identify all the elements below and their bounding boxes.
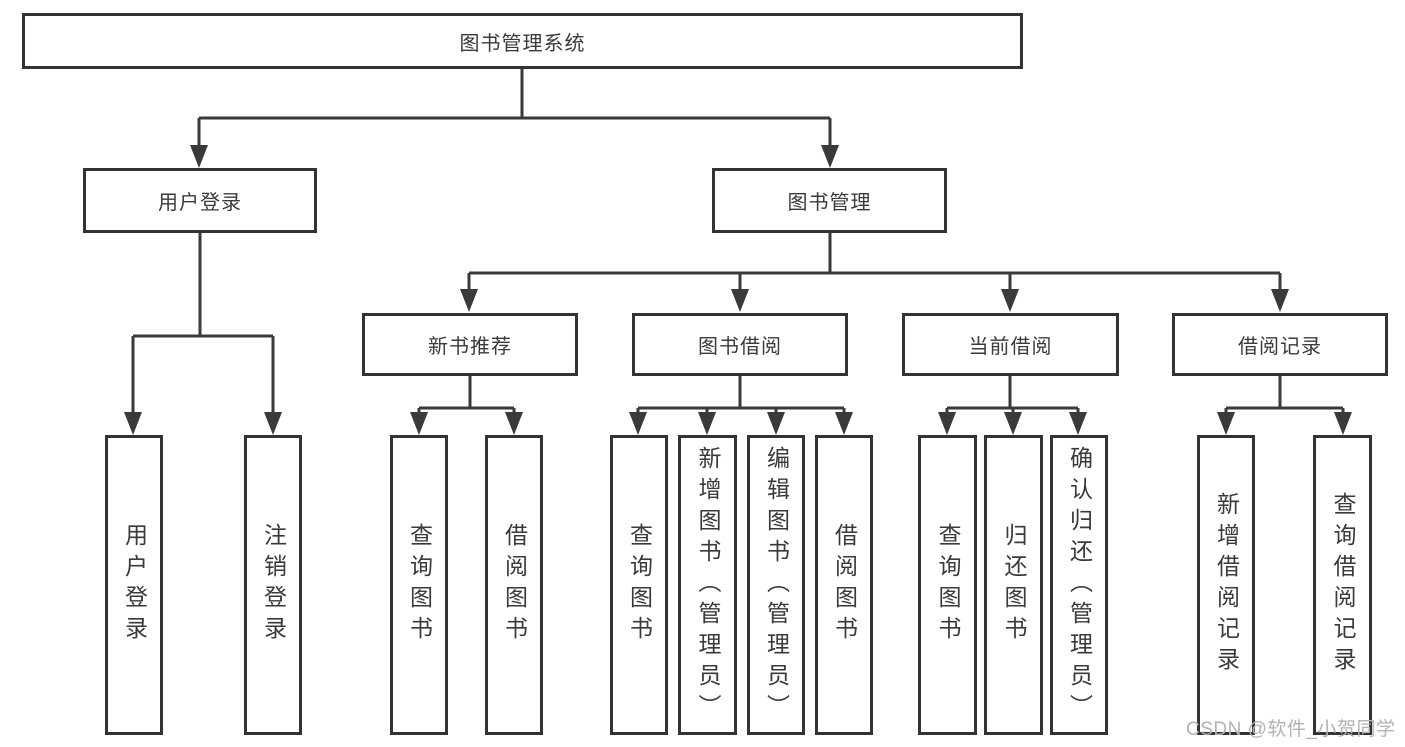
node-book-management-label: 图书管理 <box>787 192 872 214</box>
node-current-borrow: 当前借阅 <box>902 313 1119 376</box>
node-book-borrow-label: 图书借阅 <box>698 336 782 358</box>
node-root-system: 图书管理系统 <box>22 13 1023 69</box>
node-borrow-record: 借阅记录 <box>1172 313 1388 376</box>
leaf-cb-query-book-label: 查询图书 <box>935 523 961 647</box>
leaf-rec-borrow-book-label: 借阅图书 <box>501 523 528 647</box>
leaf-logout: 注销登录 <box>244 435 302 735</box>
leaf-cb-confirm-return-admin: 确认归还（管理员） <box>1050 435 1108 735</box>
leaf-bb-add-book-admin-label: 新增图书（管理员） <box>695 445 721 725</box>
node-book-borrow: 图书借阅 <box>632 313 848 376</box>
leaf-user-login-label: 用户登录 <box>121 523 148 647</box>
arrowhead-icons <box>124 145 1352 435</box>
node-new-book-recommend-label: 新书推荐 <box>428 336 512 358</box>
node-borrow-record-label: 借阅记录 <box>1238 336 1322 358</box>
leaf-bb-query-book-label: 查询图书 <box>626 523 653 647</box>
leaf-bb-add-book-admin: 新增图书（管理员） <box>678 435 737 735</box>
leaf-br-add-record: 新增借阅记录 <box>1197 435 1255 735</box>
leaf-logout-label: 注销登录 <box>260 523 287 647</box>
leaf-bb-borrow-book: 借阅图书 <box>815 435 873 735</box>
leaf-rec-borrow-book: 借阅图书 <box>485 435 543 735</box>
leaf-cb-confirm-return-admin-label: 确认归还（管理员） <box>1066 445 1093 725</box>
leaf-rec-query-book: 查询图书 <box>390 435 448 735</box>
leaf-rec-query-book-label: 查询图书 <box>406 523 433 647</box>
leaf-bb-edit-book-admin-label: 编辑图书（管理员） <box>763 445 790 725</box>
leaf-bb-borrow-book-label: 借阅图书 <box>831 523 858 647</box>
node-user-login-label: 用户登录 <box>158 192 242 214</box>
node-root-label: 图书管理系统 <box>459 32 586 55</box>
node-new-book-recommend: 新书推荐 <box>362 313 578 376</box>
leaf-br-query-record: 查询借阅记录 <box>1313 435 1372 735</box>
node-book-management: 图书管理 <box>712 168 947 233</box>
leaf-user-login: 用户登录 <box>105 435 163 735</box>
leaf-br-query-record-label: 查询借阅记录 <box>1330 492 1356 678</box>
node-current-borrow-label: 当前借阅 <box>968 336 1053 358</box>
leaf-cb-return-book: 归还图书 <box>984 435 1043 735</box>
node-user-login: 用户登录 <box>83 168 317 233</box>
leaf-cb-return-book-label: 归还图书 <box>1001 523 1027 647</box>
leaf-cb-query-book: 查询图书 <box>918 435 977 735</box>
csdn-watermark: CSDN @软件_小贺同学 <box>1186 719 1396 740</box>
leaf-bb-edit-book-admin: 编辑图书（管理员） <box>747 435 805 735</box>
leaf-bb-query-book: 查询图书 <box>610 435 668 735</box>
leaf-br-add-record-label: 新增借阅记录 <box>1213 492 1240 678</box>
